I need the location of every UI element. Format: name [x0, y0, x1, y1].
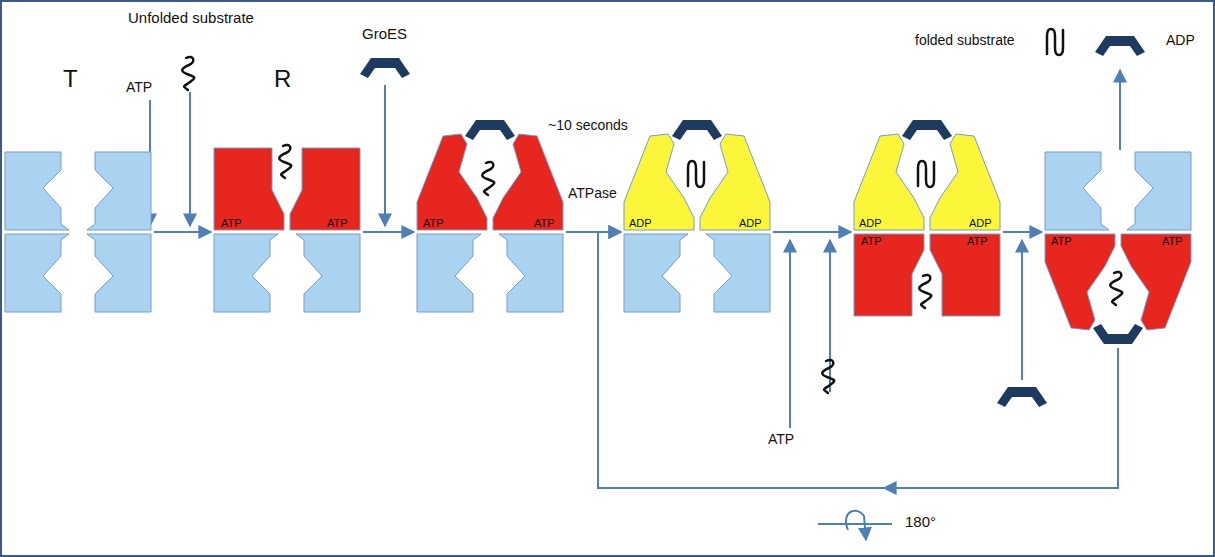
ring-subunit	[1121, 234, 1191, 330]
unfolded-substrate	[279, 145, 291, 178]
substrate-arrow	[189, 92, 191, 226]
groes-icon	[360, 58, 410, 78]
complex-outline	[3, 118, 153, 348]
ring-subunit	[1045, 234, 1115, 330]
nucleotide-label: ADP	[629, 217, 652, 229]
chaperonin-complex: RATPATP	[212, 118, 362, 348]
nucleotide-label: ADP	[969, 217, 992, 229]
ring-subunit	[706, 234, 770, 312]
folded-substrate	[688, 161, 704, 187]
flow-arrow	[773, 231, 851, 233]
complex-outline	[852, 118, 1002, 348]
complex-outline	[212, 118, 362, 348]
complex-outline	[622, 118, 772, 348]
groes-icon	[997, 387, 1047, 407]
nucleotide-label: ATP	[1162, 235, 1183, 247]
chaperonin-complex: ADP ADP	[622, 118, 772, 348]
annotation-label: ATP	[768, 432, 794, 447]
annotation-label: ADP	[1166, 33, 1195, 48]
nucleotide-label: ATP	[967, 235, 988, 247]
ring-subunit	[493, 134, 563, 230]
state-label: T	[63, 66, 78, 92]
ring-subunit	[624, 134, 694, 230]
chaperonin-complex: ATP ATP	[1043, 118, 1193, 348]
flow-arrow	[363, 231, 414, 233]
state-label: R	[274, 66, 291, 92]
folded-substrate	[918, 161, 934, 187]
annotation-label: ATP	[126, 80, 152, 95]
groes-arrow	[384, 85, 386, 226]
nucleotide-label: ATP	[534, 217, 555, 229]
flow-arrow	[154, 231, 211, 233]
groes-cap	[902, 120, 952, 140]
annotation-label: Unfolded substrate	[128, 10, 254, 27]
ring-subunit	[87, 152, 151, 230]
rotation-axis	[818, 523, 892, 525]
ring-subunit	[5, 152, 69, 230]
groes-icon	[1095, 36, 1145, 56]
chaperonin-complex: T	[3, 118, 153, 348]
nucleotide-label: ATP	[327, 217, 348, 229]
ring-subunit	[214, 148, 284, 230]
unfolded-substrate	[482, 162, 494, 195]
ring-subunit	[417, 234, 481, 312]
ring-subunit	[1045, 152, 1109, 230]
ring-subunit	[417, 134, 487, 230]
input-arrows	[150, 70, 1120, 488]
groes-cap	[672, 120, 722, 140]
nucleotide-label: ATP	[221, 217, 242, 229]
complex-outline	[1043, 118, 1193, 348]
annotation-label: 180°	[905, 514, 936, 531]
chaperonin-complex: ADP ADP ATP ATP	[852, 118, 1002, 348]
rotation-symbol	[818, 511, 892, 540]
nucleotide-label: ATP	[1051, 235, 1072, 247]
annotation-label: folded substrate	[915, 33, 1015, 48]
ring-subunit	[624, 234, 688, 312]
unfolded-substrate	[919, 275, 931, 308]
groes-cap	[465, 120, 515, 140]
flow-arrow	[1003, 231, 1042, 233]
ring-subunit	[930, 234, 1000, 316]
ring-subunit	[854, 134, 924, 230]
complex-outline	[415, 118, 565, 348]
unfolded-substrate	[1110, 272, 1122, 305]
groes-arrow	[1021, 240, 1023, 380]
ring-subunit	[214, 234, 278, 312]
ring-subunit	[290, 148, 360, 230]
nucleotide-label: ADP	[739, 217, 762, 229]
nucleotide-label: ATP	[861, 235, 882, 247]
ring-subunit	[296, 234, 360, 312]
release-arrow	[1119, 70, 1121, 150]
ring-subunit	[1127, 152, 1191, 230]
ring-subunit	[87, 234, 151, 312]
atp-arrow	[789, 240, 791, 428]
unfolded-substrate-icon	[822, 360, 834, 393]
edge-label: ATPase	[568, 186, 617, 201]
annotation-label: ~10 seconds	[548, 118, 628, 133]
chaperonin-complex: ATP ATP	[415, 118, 565, 348]
folded-substrate-icon	[1047, 29, 1063, 55]
flow-arrow	[598, 232, 1118, 488]
annotation-label: GroES	[362, 26, 407, 43]
unfolded-substrate-icon	[182, 57, 194, 90]
nucleotide-label: ADP	[859, 217, 882, 229]
ring-subunit	[930, 134, 1000, 230]
rotation-arrow	[846, 511, 866, 540]
ring-subunit	[700, 134, 770, 230]
ring-subunit	[499, 234, 563, 312]
nucleotide-label: ATP	[423, 217, 444, 229]
groes-cap	[1093, 324, 1143, 344]
ring-subunit	[854, 234, 924, 316]
ring-subunit	[5, 234, 69, 312]
